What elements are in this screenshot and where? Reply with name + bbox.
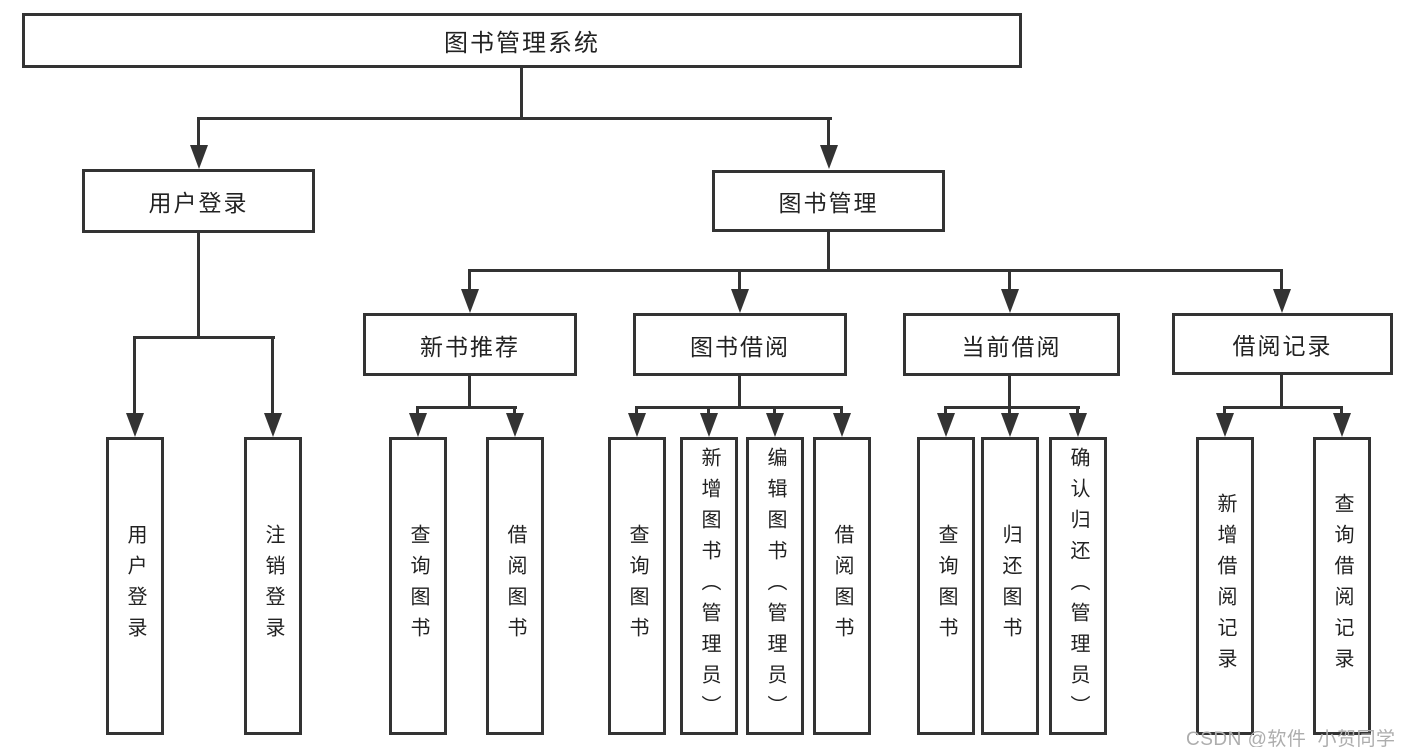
leaf-label: 新增借阅记录 (1214, 493, 1236, 679)
node-new-book-recommendation: 新书推荐 (363, 313, 577, 376)
connector-book-borrowing-stem (738, 374, 741, 409)
connector-book-management-stem (827, 230, 830, 272)
connector-to-leaf (416, 406, 419, 416)
node-book-management: 图书管理 (712, 170, 945, 232)
arrowhead-down-icon (937, 413, 955, 437)
node-label: 图书管理系统 (444, 30, 600, 57)
connector-borrowing-records-stem (1280, 374, 1283, 409)
connector-to-leaf (133, 336, 136, 416)
arrowhead-down-icon (766, 413, 784, 437)
connector-to-leaf (944, 406, 947, 416)
connector-to-leaf (707, 406, 710, 416)
connector-to-user-login (197, 117, 200, 147)
leaf-user-login: 用户登录 (106, 437, 164, 735)
leaf-cb-return-books: 归还图书 (981, 437, 1039, 735)
leaf-label: 新增图书（管理员） (698, 446, 720, 726)
arrowhead-down-icon (126, 413, 144, 437)
connector-new-book-rail (416, 406, 517, 409)
node-label: 图书管理 (778, 190, 879, 216)
connector-to-new-book (468, 269, 471, 292)
csdn-watermark: CSDN @软件_小贺同学 (1186, 729, 1396, 747)
leaf-nb-query-books: 查询图书 (389, 437, 447, 735)
connector-to-leaf (840, 406, 843, 416)
arrowhead-down-icon (1001, 289, 1019, 313)
connector-user-login-stem (197, 231, 200, 338)
arrowhead-down-icon (409, 413, 427, 437)
node-book-borrowing: 图书借阅 (633, 313, 847, 376)
arrowhead-down-icon (820, 145, 838, 169)
connector-to-leaf (513, 406, 516, 416)
arrowhead-down-icon (628, 413, 646, 437)
leaf-label: 查询图书 (626, 524, 648, 648)
connector-level2-rail (197, 117, 832, 120)
leaf-label: 查询图书 (407, 524, 429, 648)
node-label: 当前借阅 (961, 333, 1062, 360)
node-borrowing-records: 借阅记录 (1172, 313, 1393, 375)
leaf-bb-borrow-books: 借阅图书 (813, 437, 871, 735)
node-root-library-management-system: 图书管理系统 (22, 13, 1022, 68)
leaf-label: 借阅图书 (504, 524, 526, 648)
connector-to-leaf (1223, 406, 1226, 416)
leaf-label: 用户登录 (124, 524, 146, 648)
leaf-label: 查询借阅记录 (1331, 493, 1353, 679)
arrowhead-down-icon (833, 413, 851, 437)
arrowhead-down-icon (1333, 413, 1351, 437)
leaf-bb-edit-books-admin: 编辑图书（管理员） (746, 437, 804, 735)
connector-to-leaf (271, 336, 274, 416)
connector-user-login-rail (133, 336, 275, 339)
node-user-login: 用户登录 (82, 169, 315, 233)
leaf-label: 注销登录 (262, 524, 284, 648)
leaf-bb-add-books-admin: 新增图书（管理员） (680, 437, 738, 735)
connector-to-leaf (1340, 406, 1343, 416)
connector-to-leaf (773, 406, 776, 416)
arrowhead-down-icon (1273, 289, 1291, 313)
node-label: 图书借阅 (690, 333, 790, 360)
leaf-br-add-borrow-record: 新增借阅记录 (1196, 437, 1254, 735)
node-label: 用户登录 (148, 190, 249, 216)
arrowhead-down-icon (700, 413, 718, 437)
leaf-nb-borrow-books: 借阅图书 (486, 437, 544, 735)
connector-level3-rail (469, 269, 1283, 272)
node-label: 借阅记录 (1232, 333, 1333, 359)
arrowhead-down-icon (1216, 413, 1234, 437)
leaf-cb-query-books: 查询图书 (917, 437, 975, 735)
leaf-cb-confirm-return-admin: 确认归还（管理员） (1049, 437, 1107, 735)
arrowhead-down-icon (731, 289, 749, 313)
connector-new-book-stem (468, 374, 471, 409)
arrowhead-down-icon (1001, 413, 1019, 437)
node-current-borrowing: 当前借阅 (903, 313, 1120, 376)
arrowhead-down-icon (1069, 413, 1087, 437)
leaf-label: 编辑图书（管理员） (764, 446, 786, 726)
connector-root-stem (520, 66, 523, 119)
arrowhead-down-icon (506, 413, 524, 437)
arrowhead-down-icon (461, 289, 479, 313)
connector-current-borrowing-stem (1008, 374, 1011, 409)
connector-to-leaf (635, 406, 638, 416)
leaf-label: 借阅图书 (831, 524, 853, 648)
connector-to-leaf (1008, 406, 1011, 416)
leaf-label: 查询图书 (935, 524, 957, 648)
connector-book-borrowing-rail (635, 406, 843, 409)
connector-to-current-borrowing (1008, 269, 1011, 292)
connector-to-leaf (1076, 406, 1079, 416)
leaf-label: 确认归还（管理员） (1067, 446, 1089, 726)
leaf-logout-login: 注销登录 (244, 437, 302, 735)
leaf-bb-query-books: 查询图书 (608, 437, 666, 735)
connector-current-borrowing-rail (944, 406, 1080, 409)
connector-to-book-borrowing (738, 269, 741, 292)
node-label: 新书推荐 (420, 333, 520, 360)
arrowhead-down-icon (264, 413, 282, 437)
leaf-label: 归还图书 (999, 524, 1021, 648)
connector-borrowing-records-rail (1223, 406, 1343, 409)
arrowhead-down-icon (190, 145, 208, 169)
connector-to-book-management (827, 117, 830, 147)
connector-to-borrowing-records (1280, 269, 1283, 292)
leaf-br-query-borrow-record: 查询借阅记录 (1313, 437, 1371, 735)
